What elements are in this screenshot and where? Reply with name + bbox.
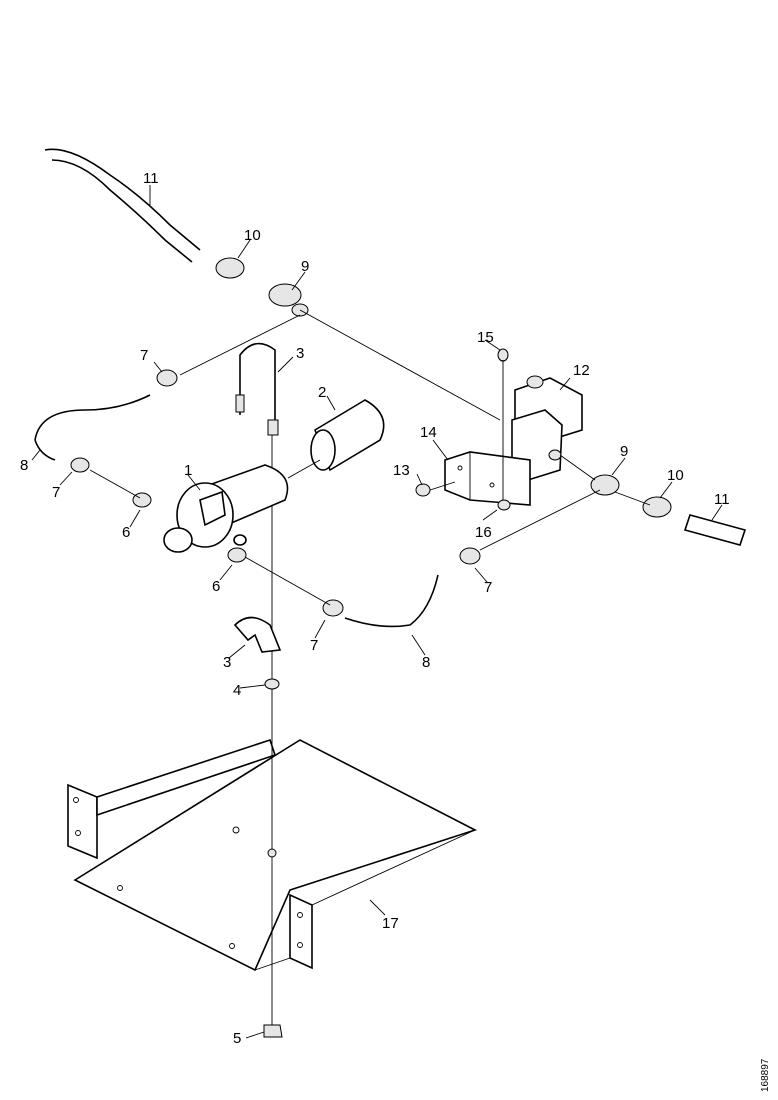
solenoid-valve (415, 348, 583, 511)
hose-left (34, 369, 247, 563)
callout-16: 16 (475, 524, 492, 541)
callout-13: 13 (393, 462, 410, 479)
pump-assembly (163, 399, 385, 553)
hose-right (322, 547, 481, 628)
callout-6-left: 6 (122, 524, 130, 541)
callout-4: 4 (233, 682, 241, 699)
u-bolt-assembly (233, 342, 283, 1038)
callout-3-bottom: 3 (223, 654, 231, 671)
callout-7-left: 7 (52, 484, 60, 501)
callout-11-left: 11 (143, 170, 159, 187)
callout-14: 14 (420, 424, 437, 441)
callout-8-left: 8 (20, 457, 28, 474)
callout-17: 17 (382, 915, 399, 932)
callout-7-top-left: 7 (140, 347, 148, 364)
leader-lines (31, 185, 723, 1039)
callout-11-right: 11 (714, 491, 730, 508)
callouts: 11 10 9 3 2 7 1 8 7 6 6 3 4 5 7 8 7 16 1… (20, 170, 730, 1047)
callout-5: 5 (233, 1030, 241, 1047)
inlet-hose-right (590, 474, 747, 546)
callout-8-right: 8 (422, 654, 430, 671)
assembly-lines (89, 309, 651, 606)
callout-12: 12 (573, 362, 590, 379)
inlet-hose-left (44, 148, 309, 317)
callout-1: 1 (184, 462, 192, 479)
drawing-number: 168897 (760, 1058, 771, 1092)
callout-10-right: 10 (667, 467, 684, 484)
callout-3-top: 3 (296, 345, 304, 362)
callout-6-bottom: 6 (212, 578, 220, 595)
callout-10-left: 10 (244, 227, 261, 244)
callout-7-right: 7 (484, 579, 492, 596)
callout-2: 2 (318, 384, 326, 401)
callout-9-left: 9 (301, 258, 309, 275)
callout-15: 15 (477, 329, 494, 346)
callout-7-center: 7 (310, 637, 318, 654)
callout-9-right: 9 (620, 443, 628, 460)
